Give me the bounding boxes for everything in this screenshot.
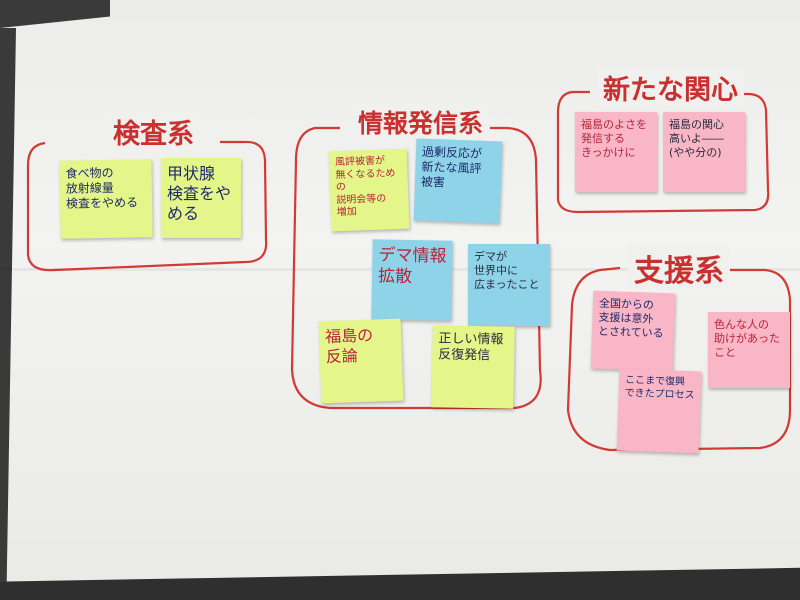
frame-kensa	[26, 140, 268, 272]
group-title-aratana: 新たな関心	[597, 68, 744, 107]
frame-shien	[566, 266, 792, 452]
sticky-note: ここまで復興 できたプロセス	[616, 368, 702, 454]
sticky-note: 食べ物の 放射線量 検査をやめる	[59, 159, 153, 239]
sticky-note: 全国からの 支援は意外 とされている	[590, 290, 676, 372]
sticky-note: 福島の関心 高いよ―― (やや分の)	[663, 112, 745, 192]
frame-jouhou	[290, 126, 542, 410]
sticky-note: デマ情報 拡散	[371, 239, 453, 321]
sticky-note: 過剰反応が 新たな風評 被害	[413, 138, 503, 224]
group-title-shien: 支援系	[628, 246, 730, 290]
group-title-jouhou: 情報発信系	[352, 104, 490, 140]
sticky-note: 色んな人の 助けがあった こと	[708, 312, 790, 388]
sticky-note: 甲状腺 検査をや める	[161, 158, 241, 238]
sticky-note: 正しい情報 反復発信	[431, 325, 515, 409]
group-title-kensa: 検査系	[107, 112, 200, 151]
sticky-note: 福島のよさを 発信する きっかけに	[575, 112, 657, 192]
sticky-note: 風評被害が 無くなるための 説明会等の 増加	[328, 148, 410, 232]
frame-aratana	[556, 90, 770, 214]
sticky-note: 福島の 反論	[318, 318, 404, 404]
sticky-note: デマが 世界中に 広まったこと	[468, 244, 550, 326]
